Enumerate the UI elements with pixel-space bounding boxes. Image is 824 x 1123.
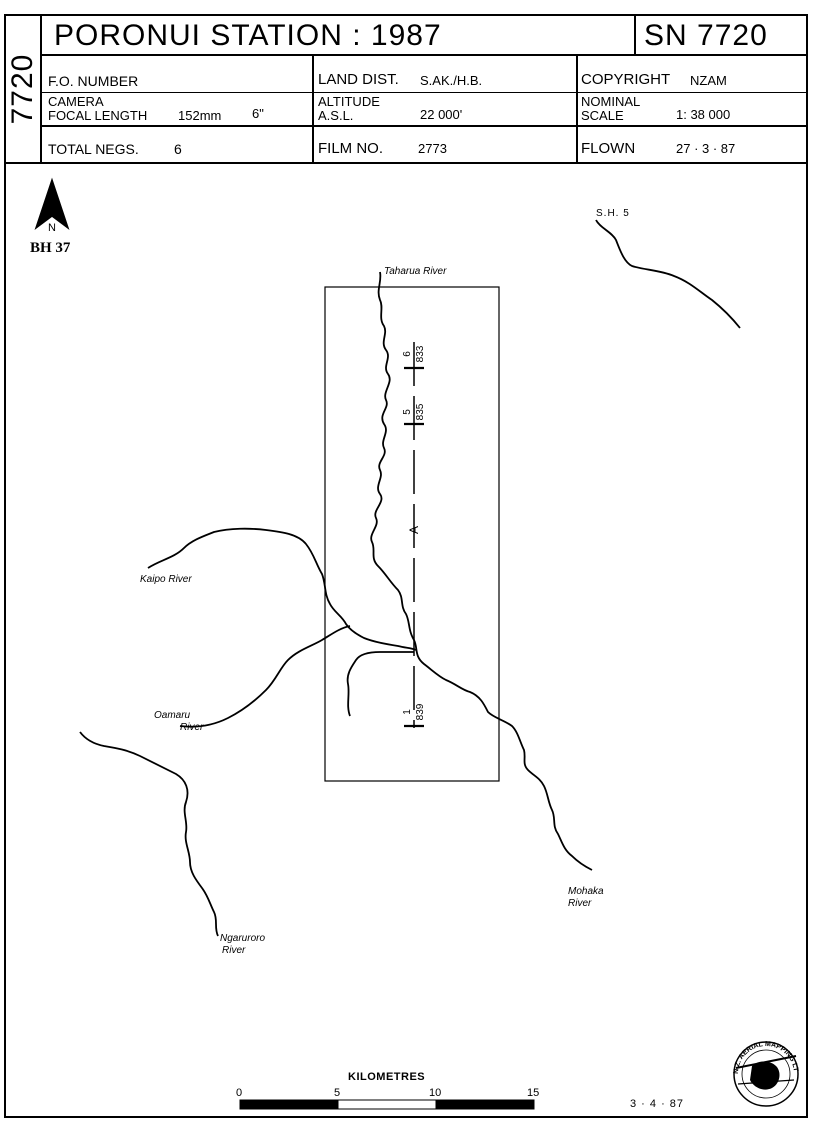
run-label: A [407, 526, 421, 534]
nz-aerial-mapping-logo: N.Z. AERIAL MAPPING LTD. [0, 0, 799, 1107]
focal-length-mm: 152mm [178, 108, 222, 123]
svg-text:N.Z. AERIAL MAPPING LTD.: N.Z. AERIAL MAPPING LTD. [0, 0, 799, 1074]
label-sh5: S.H. 5 [596, 208, 630, 219]
scale-tick-15: 15 [527, 1087, 540, 1099]
scale-title: KILOMETRES [348, 1071, 426, 1083]
scale-tick-0: 0 [236, 1087, 243, 1099]
camera-label: CAMERA [48, 94, 104, 109]
frame-num-1: 833 [415, 345, 426, 362]
copyright-label: COPYRIGHT [581, 71, 671, 88]
river-kaipo [147, 527, 417, 651]
flown-label: FLOWN [581, 140, 636, 157]
header-col-1 [312, 54, 314, 162]
sn-number: SN 7720 [644, 19, 768, 52]
label-mohaka-river: River [568, 898, 592, 909]
focal-length-in: 6" [252, 106, 264, 121]
label-kaipo-river: Kaipo River [140, 574, 192, 585]
footer-date: 3 · 4 · 87 [630, 1098, 685, 1110]
logo-text: N.Z. AERIAL MAPPING LTD. [0, 0, 799, 1074]
header-rule-2 [42, 92, 806, 93]
scale-value: 1: 38 000 [676, 107, 731, 122]
land-dist-value: S.AK./H.B. [420, 73, 483, 88]
label-mohaka: Mohaka [568, 886, 604, 897]
frame-num-3: 839 [415, 703, 426, 720]
copyright-value: NZAM [690, 73, 727, 88]
frame-neg-3: 1 [402, 709, 413, 715]
label-ngaruroro-river: River [222, 945, 246, 956]
coverage-rectangle [324, 286, 500, 782]
altitude-value: 22 000' [420, 107, 463, 122]
river-oamaru [179, 625, 351, 728]
vertical-id-panel: 7720 [6, 16, 42, 162]
label-taharua-river: Taharua River [384, 266, 447, 277]
river-taharua-mohaka [370, 271, 593, 871]
header-col-sn [634, 16, 636, 54]
scale-segment-3 [435, 1099, 535, 1110]
north-arrow-icon: N [34, 177, 70, 234]
fo-number-label: F.O. NUMBER [48, 73, 139, 89]
scale-tick-10: 10 [429, 1087, 442, 1099]
river-tributary [346, 651, 414, 717]
label-oamaru-river: River [180, 722, 204, 733]
highway-sh5 [595, 219, 741, 329]
map-title: PORONUI STATION : 1987 [54, 19, 442, 52]
asl-label: A.S.L. [318, 108, 354, 123]
total-negs-value: 6 [174, 141, 182, 157]
north-label: N [48, 222, 56, 234]
film-no-label: FILM NO. [318, 140, 384, 157]
film-no-value: 2773 [418, 141, 447, 156]
frame-neg-2: 5 [402, 409, 413, 415]
total-negs-label: TOTAL NEGS. [48, 141, 139, 157]
frame-neg-1: 6 [402, 351, 413, 357]
header-col-2 [576, 54, 578, 162]
altitude-label: ALTITUDE [318, 94, 380, 109]
scale-segment-1 [239, 1099, 339, 1110]
frame-num-2: 835 [415, 403, 426, 420]
sheet-reference: BH 37 [30, 240, 71, 256]
scale-bar [239, 1099, 535, 1110]
scale-label: SCALE [581, 108, 624, 123]
label-ngaruroro: Ngaruroro [220, 933, 265, 944]
land-dist-label: LAND DIST. [318, 71, 399, 88]
map-sheet: 7720 PORONUI STATION : 1987 SN 7720 F.O.… [4, 14, 808, 1118]
scale-tick-5: 5 [334, 1087, 341, 1099]
header-rule-3 [42, 125, 806, 127]
header-rule-1 [42, 54, 806, 56]
river-ngaruroro [79, 731, 219, 937]
nominal-label: NOMINAL [581, 94, 641, 109]
label-oamaru: Oamaru [154, 710, 191, 721]
header-rule-4 [6, 162, 806, 164]
scale-segment-2 [337, 1099, 437, 1110]
flown-value: 27 · 3 · 87 [676, 141, 736, 156]
focal-length-label: FOCAL LENGTH [48, 108, 148, 123]
